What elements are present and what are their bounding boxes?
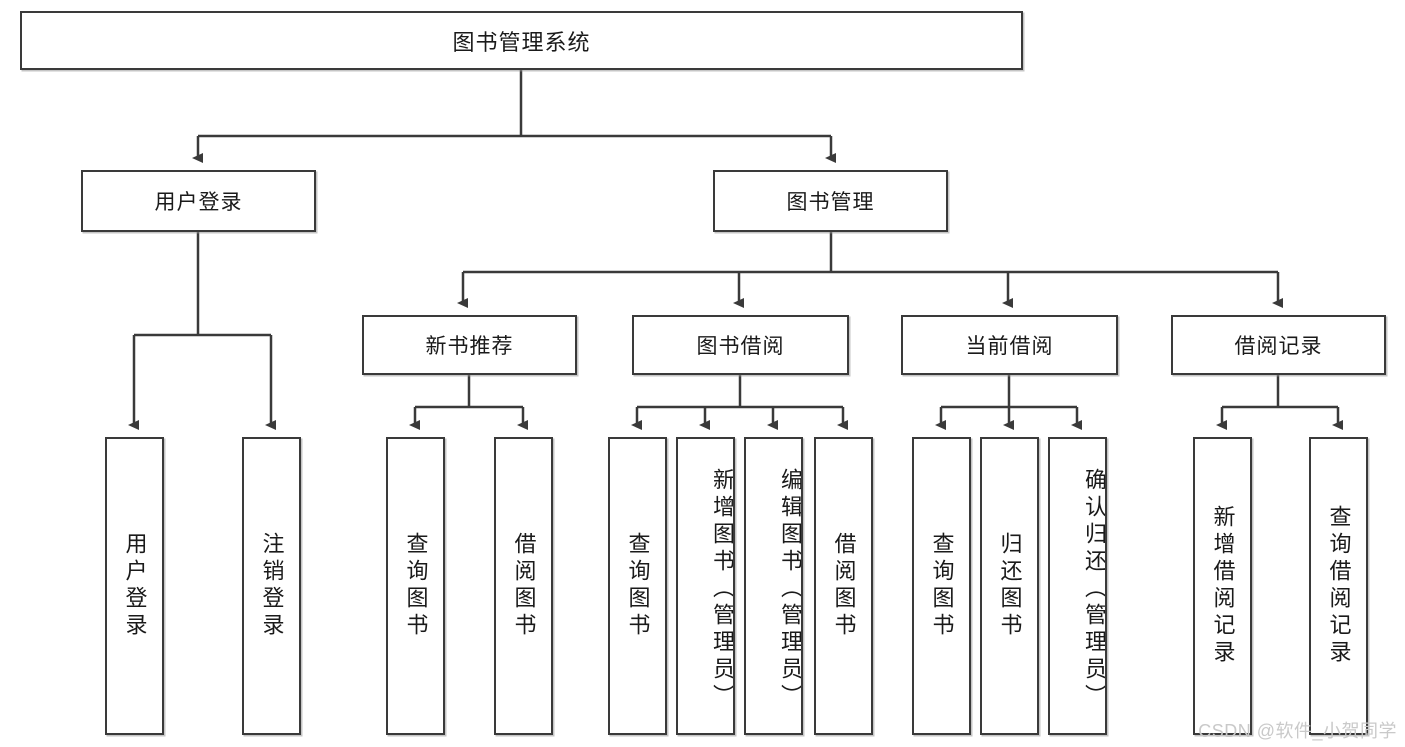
node-leaf-logout[interactable]: 注销登录 — [242, 437, 301, 735]
node-leaf-query-book-current[interactable]: 查询图书 — [912, 437, 971, 735]
node-leaf-edit-book-admin-label: 编辑图书（管理员） — [778, 467, 803, 711]
node-root-label: 图书管理系统 — [452, 29, 591, 55]
node-leaf-query-book-current-label: 查询图书 — [929, 532, 955, 640]
node-leaf-add-book-admin[interactable]: 新增图书（管理员） — [676, 437, 735, 735]
node-leaf-add-borrow-record-label: 新增借阅记录 — [1210, 505, 1236, 667]
node-leaf-query-book-borrow[interactable]: 查询图书 — [608, 437, 667, 735]
node-book-management-label: 图书管理 — [786, 191, 875, 214]
node-current-borrow[interactable]: 当前借阅 — [901, 315, 1118, 375]
node-user-login-label: 用户登录 — [154, 191, 243, 214]
node-leaf-borrow-book-borrow[interactable]: 借阅图书 — [814, 437, 873, 735]
node-leaf-borrow-book-newbook-label: 借阅图书 — [511, 532, 537, 640]
node-leaf-confirm-return-admin-label: 确认归还（管理员） — [1082, 467, 1107, 711]
node-leaf-return-book[interactable]: 归还图书 — [980, 437, 1039, 735]
node-leaf-query-borrow-record-label: 查询借阅记录 — [1326, 505, 1352, 667]
node-leaf-confirm-return-admin[interactable]: 确认归还（管理员） — [1048, 437, 1107, 735]
node-leaf-query-borrow-record[interactable]: 查询借阅记录 — [1309, 437, 1368, 735]
node-borrow-record[interactable]: 借阅记录 — [1171, 315, 1386, 375]
node-new-book-recommend[interactable]: 新书推荐 — [362, 315, 577, 375]
node-leaf-query-book-newbook[interactable]: 查询图书 — [386, 437, 445, 735]
node-leaf-logout-label: 注销登录 — [259, 532, 285, 640]
watermark-text: CSDN @软件_小贺同学 — [1198, 721, 1397, 741]
node-leaf-query-book-newbook-label: 查询图书 — [403, 532, 429, 640]
node-borrow-record-label: 借阅记录 — [1234, 335, 1323, 358]
node-leaf-borrow-book-newbook[interactable]: 借阅图书 — [494, 437, 553, 735]
node-leaf-return-book-label: 归还图书 — [997, 532, 1023, 640]
node-current-borrow-label: 当前借阅 — [965, 335, 1054, 358]
node-leaf-add-book-admin-label: 新增图书（管理员） — [710, 467, 735, 711]
node-user-login[interactable]: 用户登录 — [81, 170, 316, 232]
node-leaf-edit-book-admin[interactable]: 编辑图书（管理员） — [744, 437, 803, 735]
node-book-management[interactable]: 图书管理 — [713, 170, 948, 232]
node-root[interactable]: 图书管理系统 — [20, 11, 1023, 70]
node-book-borrow-label: 图书借阅 — [696, 335, 785, 358]
node-leaf-borrow-book-borrow-label: 借阅图书 — [831, 532, 857, 640]
node-leaf-user-login-label: 用户登录 — [122, 532, 148, 640]
node-new-book-recommend-label: 新书推荐 — [425, 335, 514, 358]
node-leaf-query-book-borrow-label: 查询图书 — [625, 532, 651, 640]
node-book-borrow[interactable]: 图书借阅 — [632, 315, 849, 375]
node-leaf-user-login[interactable]: 用户登录 — [105, 437, 164, 735]
node-leaf-add-borrow-record[interactable]: 新增借阅记录 — [1193, 437, 1252, 735]
